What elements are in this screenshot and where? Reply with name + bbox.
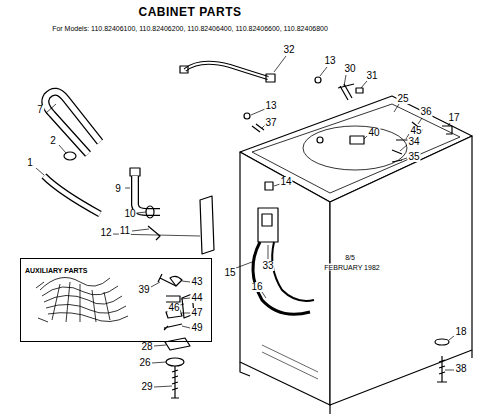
model-list: For Models: 110.82406100, 110.82406200, …: [51, 25, 329, 32]
callout-number: 15: [223, 268, 236, 278]
callout-number: 25: [396, 94, 409, 104]
inset-heading: AUXILIARY PARTS: [21, 264, 92, 277]
leader-lines: [36, 56, 454, 387]
callout-number: 9: [114, 184, 122, 194]
callout-number: 13: [323, 56, 336, 66]
callout-number: 43: [190, 277, 203, 287]
callout-number: 31: [365, 71, 378, 81]
callout-number: 38: [454, 364, 467, 374]
callout-number: 14: [279, 177, 292, 187]
cabinet: [240, 96, 472, 414]
callout-number: 39: [137, 285, 150, 295]
callout-number: 40: [367, 128, 380, 138]
callout-number: 28: [140, 342, 153, 352]
callout-number: 12: [99, 228, 112, 238]
callout-number: 11: [119, 226, 131, 236]
stamp-text: FEBRUARY 1982: [323, 264, 380, 271]
inset-box: AUXILIARY PARTS: [20, 258, 212, 342]
callout-number: 29: [140, 382, 153, 392]
callout-number: 18: [454, 327, 467, 337]
callout-number: 32: [282, 45, 295, 55]
callout-number: 45: [409, 126, 422, 136]
callout-number: 26: [138, 358, 151, 368]
callout-number: 49: [190, 323, 203, 333]
callout-number: 1: [26, 158, 34, 168]
callout-number: 17: [447, 113, 460, 123]
title: CABINET PARTS: [139, 6, 242, 18]
callout-number: 13: [264, 101, 277, 111]
callout-number: 7: [36, 105, 44, 115]
stamp-text: 8/5: [344, 254, 356, 261]
wire-harness: [36, 278, 128, 323]
callout-number: 2: [49, 136, 57, 146]
callout-number: 30: [343, 64, 356, 74]
callout-number: 37: [264, 118, 277, 128]
callout-number: 33: [261, 261, 274, 271]
callout-number: 35: [407, 152, 420, 162]
callout-number: 46: [167, 303, 180, 313]
callout-number: 10: [123, 209, 136, 219]
callout-number: 34: [407, 137, 420, 147]
callout-number: 44: [190, 293, 203, 303]
callout-number: 16: [250, 282, 263, 292]
callout-number: 36: [419, 107, 432, 117]
callout-number: 47: [190, 308, 203, 318]
